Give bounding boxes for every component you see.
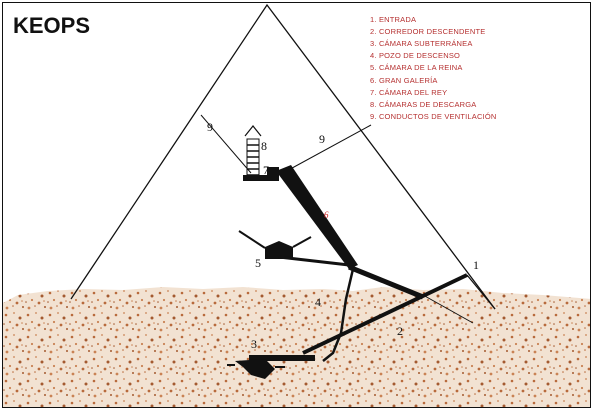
legend-item-7: 7. CÁMARA DEL REY [370, 88, 447, 97]
vent-shaft-queen-left [239, 231, 265, 248]
legend-item-4: 4. POZO DE DESCENSO [370, 51, 460, 60]
marker-relieving-chambers: 8 [261, 139, 267, 153]
marker-descending-corridor: 2 [397, 324, 403, 338]
legend-item-5: 5. CÁMARA DE LA REINA [370, 63, 463, 72]
bedrock [3, 287, 591, 408]
relieving-chambers [245, 126, 261, 179]
legend-item-6: 6. GRAN GALERÍA [370, 76, 438, 85]
diagram-title: KEOPS [13, 13, 90, 38]
queens-corridor [279, 257, 349, 265]
vent-shaft-queen-right [293, 237, 311, 247]
queens-chamber [265, 241, 293, 259]
marker-grand-gallery: 6 [324, 210, 329, 220]
legend-item-9: 9. CONDUCTOS DE VENTILACIÓN [370, 112, 497, 121]
legend-item-1: 1. ENTRADA [370, 15, 416, 24]
marker-vent-left: 9 [207, 120, 213, 134]
diagram-frame: KEOPS 1. ENTRADA 2. CORREDOR DESCENDENTE… [2, 2, 591, 408]
pyramid-cross-section: KEOPS 1. ENTRADA 2. CORREDOR DESCENDENTE… [3, 3, 591, 408]
marker-subterranean-chamber: 3 [251, 337, 257, 351]
legend: 1. ENTRADA 2. CORREDOR DESCENDENTE 3. CÁ… [370, 15, 497, 121]
legend-item-8: 8. CÁMARAS DE DESCARGA [370, 100, 477, 109]
marker-kings-chamber: 7 [263, 163, 269, 177]
legend-item-2: 2. CORREDOR DESCENDENTE [370, 27, 485, 36]
marker-queens-chamber: 5 [255, 256, 261, 270]
vent-shaft-right [283, 125, 371, 173]
marker-well-shaft: 4 [315, 295, 321, 309]
marker-vent-right: 9 [319, 132, 325, 146]
marker-entrance: 1 [473, 258, 479, 272]
legend-item-3: 3. CÁMARA SUBTERRÁNEA [370, 39, 473, 48]
